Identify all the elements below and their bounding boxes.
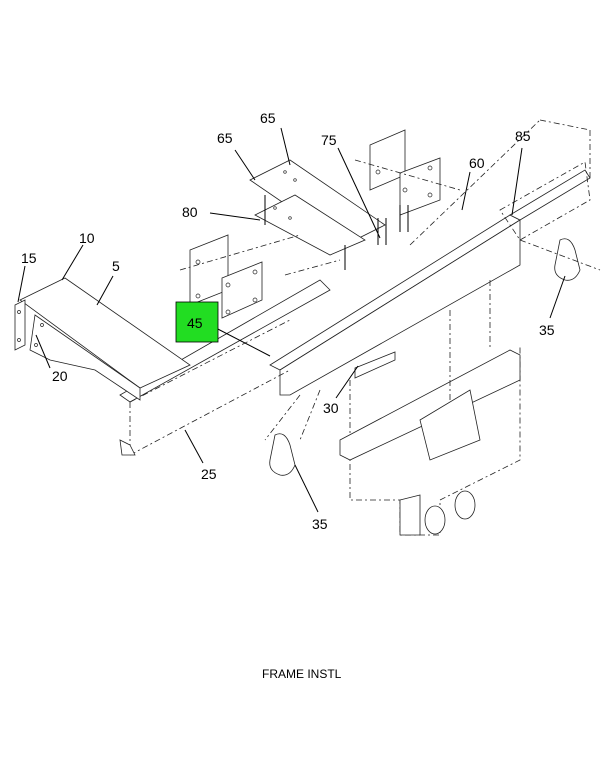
callout-20[interactable]: 20: [52, 368, 68, 384]
callout-35[interactable]: 35: [312, 516, 328, 532]
tow-hook-left: [264, 389, 321, 476]
callout-45[interactable]: 45: [187, 315, 203, 331]
mounting-bracket-right: [354, 129, 461, 245]
highlight-box-45[interactable]: [175, 301, 219, 343]
upper-crossmember: [249, 159, 386, 276]
callout-30[interactable]: 30: [323, 400, 339, 416]
callout-75[interactable]: 75: [321, 132, 337, 148]
front-crossmember: [14, 277, 191, 401]
callout-10[interactable]: 10: [79, 230, 95, 246]
callout-80[interactable]: 80: [182, 204, 198, 220]
callout-25[interactable]: 25: [201, 466, 217, 482]
callout-65[interactable]: 65: [217, 130, 233, 146]
callout-5[interactable]: 5: [112, 258, 120, 274]
mounting-bracket-left: [179, 234, 301, 319]
callout-65[interactable]: 65: [260, 110, 276, 126]
callout-85[interactable]: 85: [515, 128, 531, 144]
tow-hook-right: [519, 238, 601, 281]
callout-15[interactable]: 15: [21, 250, 37, 266]
right-frame-rail: [269, 119, 591, 396]
diagram-caption: FRAME INSTL: [262, 667, 342, 681]
rear-subframe: [339, 280, 521, 536]
leader-lines: [17, 127, 566, 513]
callout-35[interactable]: 35: [539, 322, 555, 338]
callout-60[interactable]: 60: [469, 155, 485, 171]
